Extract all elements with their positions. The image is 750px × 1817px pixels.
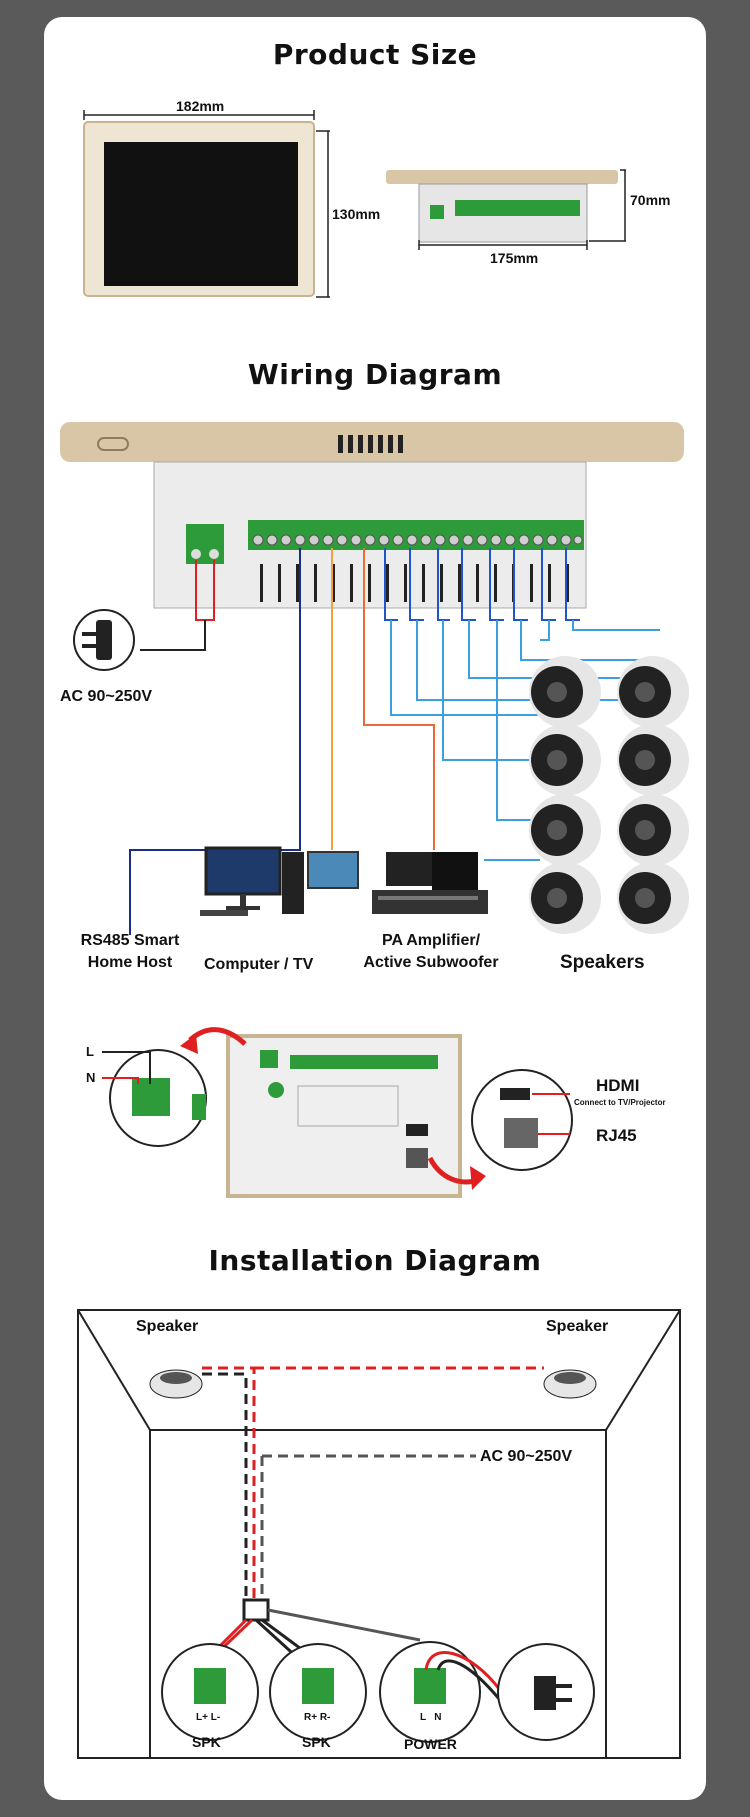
speakers-label: Speakers	[560, 952, 645, 973]
speaker-left-label: Speaker	[136, 1318, 199, 1335]
l-terminal-label: L	[86, 1044, 94, 1059]
rj45-label: RJ45	[596, 1126, 637, 1145]
front-panel-size-figure	[83, 110, 330, 298]
speaker-right-label: Speaker	[546, 1318, 609, 1335]
ports-zoom	[471, 1069, 573, 1171]
depth-dimension-label: 70mm	[630, 192, 671, 208]
power-terminal-zoom	[102, 1049, 207, 1147]
spk2-pins-label: R+ R-	[304, 1712, 331, 1723]
room-drawing	[77, 1309, 681, 1759]
width-dimension-label: 182mm	[176, 98, 225, 114]
installation-title: Installation Diagram	[208, 1244, 542, 1277]
power-label: POWER	[404, 1736, 457, 1752]
rs485-line-2: Home Host	[87, 954, 173, 971]
pa-amplifier-icon	[372, 852, 488, 914]
computer-tv-icon	[200, 846, 359, 916]
ac-plug-icon	[73, 609, 135, 671]
install-terminals	[161, 1641, 595, 1743]
spk1-pins-label: L+ L-	[196, 1712, 221, 1723]
hdmi-label: HDMI	[596, 1076, 640, 1095]
computer-tv-label: Computer / TV	[204, 956, 314, 973]
install-wires	[202, 1366, 544, 1662]
wiring-title: Wiring Diagram	[247, 358, 503, 391]
ceiling-speaker-right	[543, 1369, 597, 1399]
rear-panel-size-figure	[386, 169, 626, 250]
pa-amp-line-2: Active Subwoofer	[363, 954, 499, 971]
wiring-unit	[60, 422, 684, 609]
ac-voltage-label: AC 90~250V	[60, 688, 153, 705]
spk2-label: SPK	[302, 1734, 331, 1750]
n-terminal-label: N	[86, 1070, 96, 1085]
pa-amp-line-1: PA Amplifier/	[381, 932, 481, 949]
rs485-line-1: RS485 Smart	[80, 932, 180, 949]
ceiling-speaker-left	[149, 1369, 203, 1399]
install-ac-label: AC 90~250V	[480, 1448, 573, 1465]
product-size-title: Product Size	[272, 38, 478, 71]
spk1-label: SPK	[192, 1734, 221, 1750]
height-dimension-label: 130mm	[332, 206, 381, 222]
bottom-width-dimension-label: 175mm	[490, 250, 539, 266]
pa-amp-label: PA Amplifier/ Active Subwoofer	[356, 930, 506, 974]
rear-panel-figure	[180, 1027, 486, 1198]
power-pins-label: L N	[420, 1712, 442, 1723]
rs485-label: RS485 Smart Home Host	[70, 930, 190, 974]
hdmi-sublabel: Connect to TV/Projector	[574, 1098, 666, 1107]
ceiling-speakers	[529, 656, 689, 934]
